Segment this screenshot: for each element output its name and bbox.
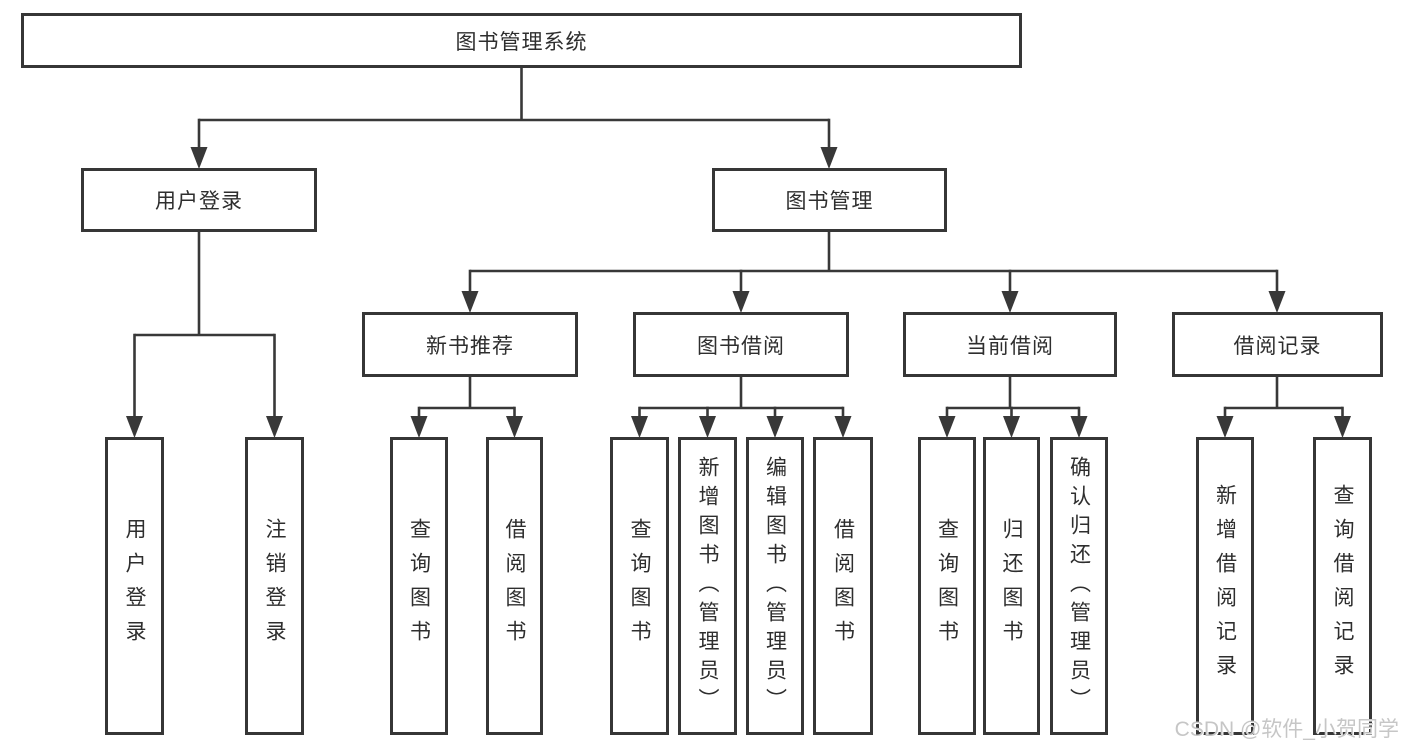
- leaf-query-books-newbooks: 查询图书: [390, 437, 448, 735]
- node-current-borrow: 当前借阅: [903, 312, 1117, 377]
- node-book-borrow-label: 图书借阅: [697, 334, 785, 358]
- leaf-query-borrow-record-label: 查询借阅记录: [1331, 484, 1354, 688]
- leaf-add-borrow-record: 新增借阅记录: [1196, 437, 1254, 735]
- node-new-books: 新书推荐: [362, 312, 578, 377]
- node-book-borrow: 图书借阅: [633, 312, 849, 377]
- leaf-query-borrow-record: 查询借阅记录: [1313, 437, 1372, 735]
- leaf-borrow-books: 借阅图书: [813, 437, 873, 735]
- node-root: 图书管理系统: [21, 13, 1022, 68]
- leaf-logout-label: 注销登录: [263, 518, 286, 654]
- leaf-query-books-current-label: 查询图书: [935, 518, 959, 654]
- leaf-query-books-borrow-label: 查询图书: [628, 518, 651, 654]
- leaf-add-books-admin: 新增图书（管理员）: [678, 437, 737, 735]
- watermark: CSDN @软件_小贺同学: [1174, 718, 1399, 741]
- leaf-user-login: 用户登录: [105, 437, 164, 735]
- leaf-edit-books-admin: 编辑图书（管理员）: [746, 437, 804, 735]
- node-borrow-records-label: 借阅记录: [1233, 334, 1322, 358]
- node-new-books-label: 新书推荐: [426, 334, 514, 358]
- leaf-add-books-admin-label: 新增图书（管理员）: [696, 455, 719, 717]
- leaf-query-books-borrow: 查询图书: [610, 437, 669, 735]
- node-book-mgmt-label: 图书管理: [785, 190, 874, 213]
- node-book-mgmt: 图书管理: [712, 168, 947, 232]
- leaf-logout: 注销登录: [245, 437, 304, 735]
- leaf-user-login-label: 用户登录: [123, 518, 146, 654]
- node-borrow-records: 借阅记录: [1172, 312, 1383, 377]
- leaf-borrow-books-newbooks-label: 借阅图书: [503, 518, 526, 654]
- node-user-login: 用户登录: [81, 168, 317, 232]
- node-current-borrow-label: 当前借阅: [966, 334, 1054, 358]
- leaf-query-books-current: 查询图书: [918, 437, 976, 735]
- leaf-borrow-books-label: 借阅图书: [831, 518, 855, 654]
- leaf-borrow-books-newbooks: 借阅图书: [486, 437, 543, 735]
- leaf-edit-books-admin-label: 编辑图书（管理员）: [763, 455, 787, 717]
- leaf-return-books: 归还图书: [983, 437, 1040, 735]
- leaf-return-books-label: 归还图书: [1000, 518, 1023, 654]
- leaf-query-books-newbooks-label: 查询图书: [407, 518, 431, 654]
- leaf-confirm-return-admin: 确认归还（管理员）: [1050, 437, 1108, 735]
- node-root-label: 图书管理系统: [455, 30, 588, 54]
- leaf-confirm-return-admin-label: 确认归还（管理员）: [1067, 455, 1091, 717]
- leaf-add-borrow-record-label: 新增借阅记录: [1213, 484, 1237, 688]
- node-user-login-label: 用户登录: [155, 190, 243, 213]
